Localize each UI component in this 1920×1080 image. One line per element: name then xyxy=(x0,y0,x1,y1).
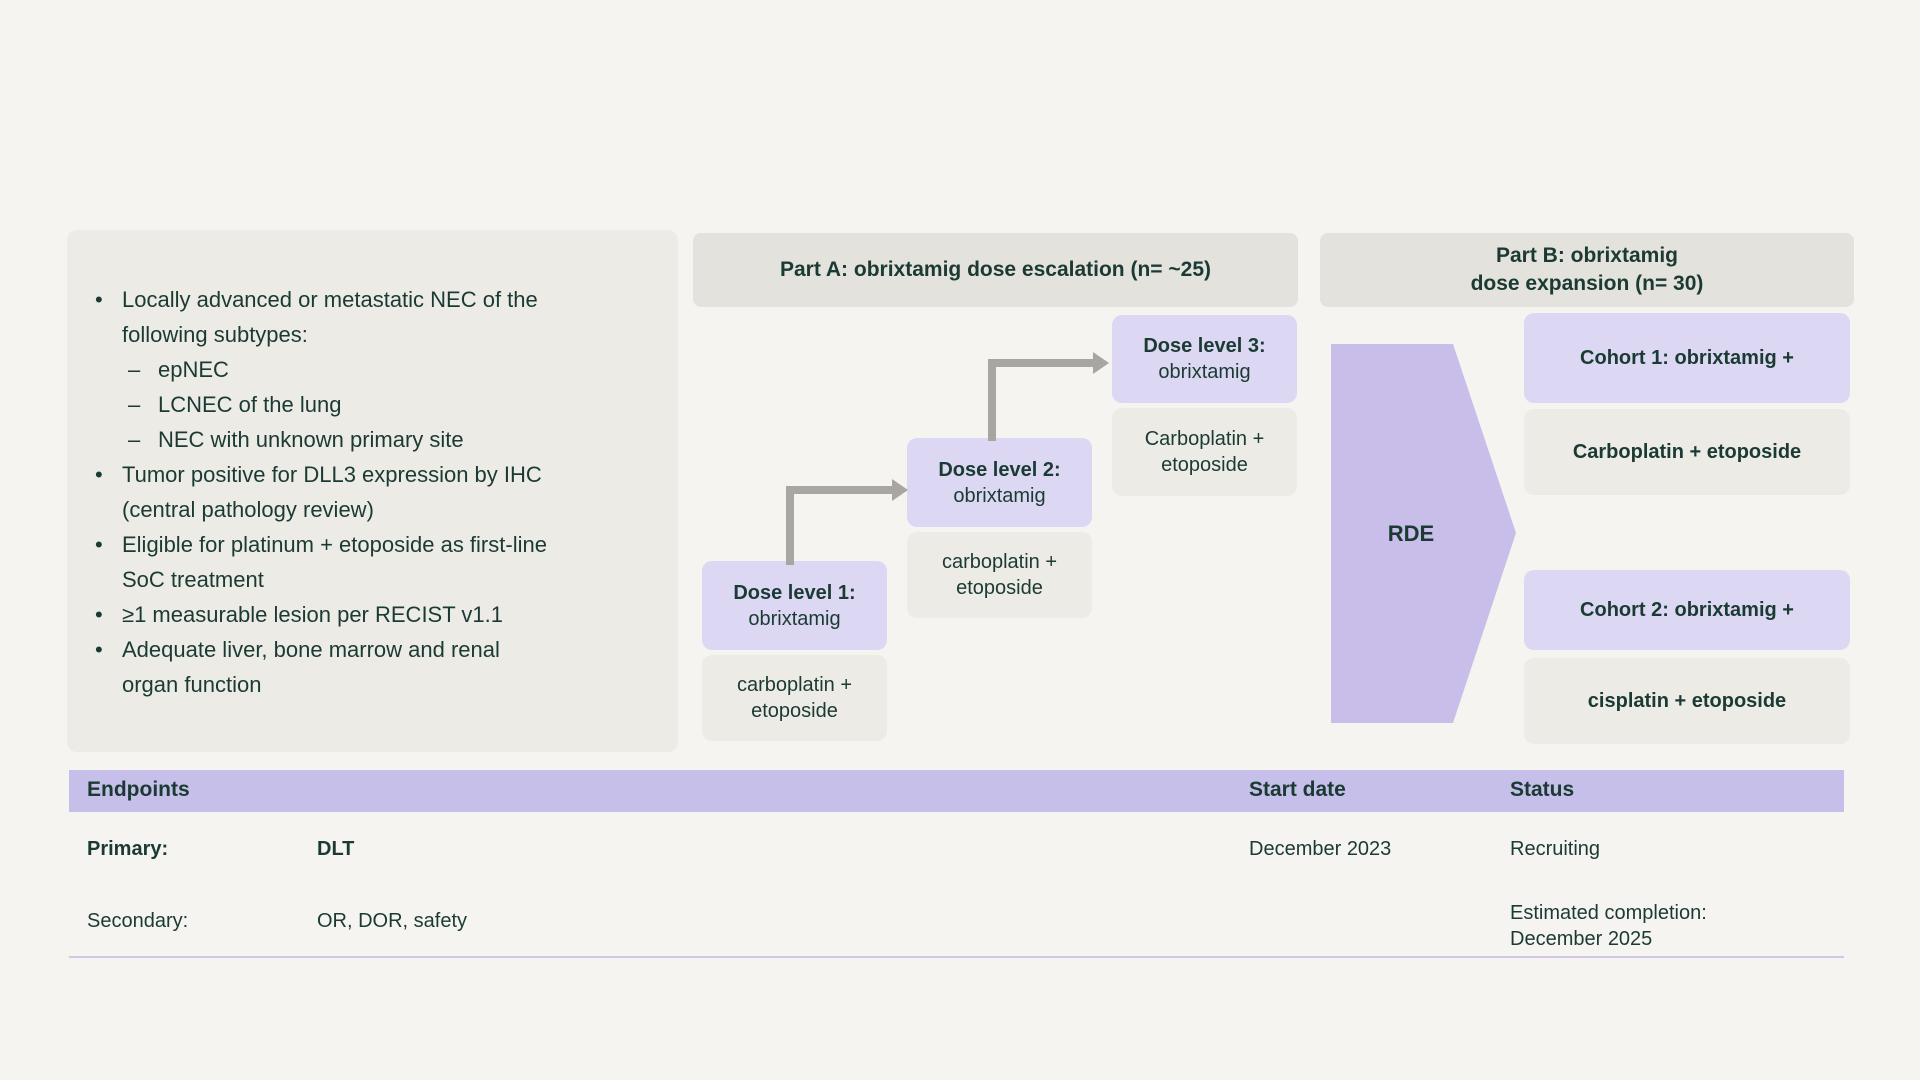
part-b-title: Part B: obrixtamig dose expansion (n= 30… xyxy=(1470,244,1704,295)
table-bottom-border xyxy=(69,956,1844,958)
cohort-1-box: Cohort 1: obrixtamig + xyxy=(1524,313,1850,403)
dash-bullet-icon: – xyxy=(128,357,141,382)
eligibility-text: Eligible for platinum + etoposide as fir… xyxy=(122,532,547,592)
eligibility-item: • Adequate liver, bone marrow and renal … xyxy=(95,632,648,702)
status-value: Recruiting xyxy=(1510,838,1601,860)
table-header-row: Endpoints Start date Status xyxy=(69,770,1844,812)
bullet-icon: • xyxy=(95,462,103,487)
eligibility-item: • ≥1 measurable lesion per RECIST v1.1 xyxy=(95,597,648,632)
eligibility-item: • Eligible for platinum + etoposide as f… xyxy=(95,527,648,597)
arrow-right-icon xyxy=(1093,352,1109,374)
eligibility-text: Tumor positive for DLL3 expression by IH… xyxy=(122,462,542,522)
eligibility-text: LCNEC of the lung xyxy=(158,392,342,417)
eligibility-text: Adequate liver, bone marrow and renal or… xyxy=(122,637,500,697)
dash-bullet-icon: – xyxy=(128,392,141,417)
bullet-icon: • xyxy=(95,532,103,557)
endpoints-header: Endpoints xyxy=(87,778,190,801)
dose-level-1-box: Dose level 1: obrixtamig xyxy=(702,561,887,650)
bullet-icon: • xyxy=(95,602,103,627)
start-date-value: December 2023 xyxy=(1249,838,1392,860)
dose-level-1-combo: carboplatin + etoposide xyxy=(736,674,853,722)
dose-level-3-box: Dose level 3: obrixtamig xyxy=(1112,315,1297,403)
estimated-completion-value: Estimated completion: December 2025 xyxy=(1510,902,1707,950)
eligibility-subitem: – epNEC xyxy=(95,352,648,387)
dose-level-1-combo-box: carboplatin + etoposide xyxy=(702,655,887,741)
rde-label: RDE xyxy=(1387,520,1435,546)
cohort-2-combo: cisplatin + etoposide xyxy=(1587,689,1787,712)
start-date-header: Start date xyxy=(1249,778,1346,801)
dose-level-3-label: Dose level 3: xyxy=(1143,335,1266,357)
eligibility-text: NEC with unknown primary site xyxy=(158,427,464,452)
eligibility-subitem: – NEC with unknown primary site xyxy=(95,422,648,457)
cohort-1-label: Cohort 1: obrixtamig + xyxy=(1580,346,1794,369)
dose-level-2-label: Dose level 2: xyxy=(938,458,1061,481)
arrow-vertical-segment xyxy=(988,359,996,441)
dose-level-2-box: Dose level 2: obrixtamig xyxy=(907,438,1092,527)
bullet-icon: • xyxy=(95,637,103,662)
dose-level-1-label: Dose level 1: xyxy=(733,581,856,604)
cohort-2-combo-box: cisplatin + etoposide xyxy=(1524,658,1850,744)
primary-value: DLT xyxy=(317,838,355,860)
dose-level-3-combo: Carboplatin + etoposide xyxy=(1144,428,1265,476)
part-b-header: Part B: obrixtamig dose expansion (n= 30… xyxy=(1320,233,1854,307)
part-a-title: Part A: obrixtamig dose escalation (n= ~… xyxy=(779,258,1211,281)
dose-level-3-combo-box: Carboplatin + etoposide xyxy=(1112,408,1297,496)
eligibility-text: ≥1 measurable lesion per RECIST v1.1 xyxy=(122,602,503,627)
bullet-icon: • xyxy=(95,287,103,312)
dose-level-2-combo-box: carboplatin + etoposide xyxy=(907,532,1092,618)
cohort-2-label: Cohort 2: obrixtamig + xyxy=(1580,598,1794,621)
dose-level-2-combo: carboplatin + etoposide xyxy=(941,551,1058,599)
dose-level-3-drug: obrixtamig xyxy=(1158,361,1251,383)
eligibility-subitem: – LCNEC of the lung xyxy=(95,387,648,422)
arrow-horizontal-segment xyxy=(988,359,1094,367)
eligibility-panel: • Locally advanced or metastatic NEC of … xyxy=(67,230,678,752)
arrow-horizontal-segment xyxy=(786,486,893,494)
eligibility-text: Locally advanced or metastatic NEC of th… xyxy=(122,287,538,347)
eligibility-text: epNEC xyxy=(158,357,229,382)
eligibility-item: • Tumor positive for DLL3 expression by … xyxy=(95,457,648,527)
dose-level-2-drug: obrixtamig xyxy=(953,484,1046,507)
part-a-header: Part A: obrixtamig dose escalation (n= ~… xyxy=(693,233,1298,307)
eligibility-item: • Locally advanced or metastatic NEC of … xyxy=(95,282,648,352)
primary-label: Primary: xyxy=(87,838,169,860)
chevron-shape-icon xyxy=(1331,344,1516,723)
dash-bullet-icon: – xyxy=(128,427,141,452)
rde-chevron: RDE xyxy=(1331,344,1516,723)
dose-level-1-drug: obrixtamig xyxy=(748,607,841,630)
secondary-value: OR, DOR, safety xyxy=(317,910,468,932)
arrow-right-icon xyxy=(892,479,908,501)
arrow-vertical-segment xyxy=(786,486,794,565)
cohort-1-combo-box: Carboplatin + etoposide xyxy=(1524,409,1850,495)
status-header: Status xyxy=(1510,778,1575,801)
cohort-2-box: Cohort 2: obrixtamig + xyxy=(1524,570,1850,650)
cohort-1-combo: Carboplatin + etoposide xyxy=(1572,440,1802,463)
secondary-label: Secondary: xyxy=(87,910,189,932)
